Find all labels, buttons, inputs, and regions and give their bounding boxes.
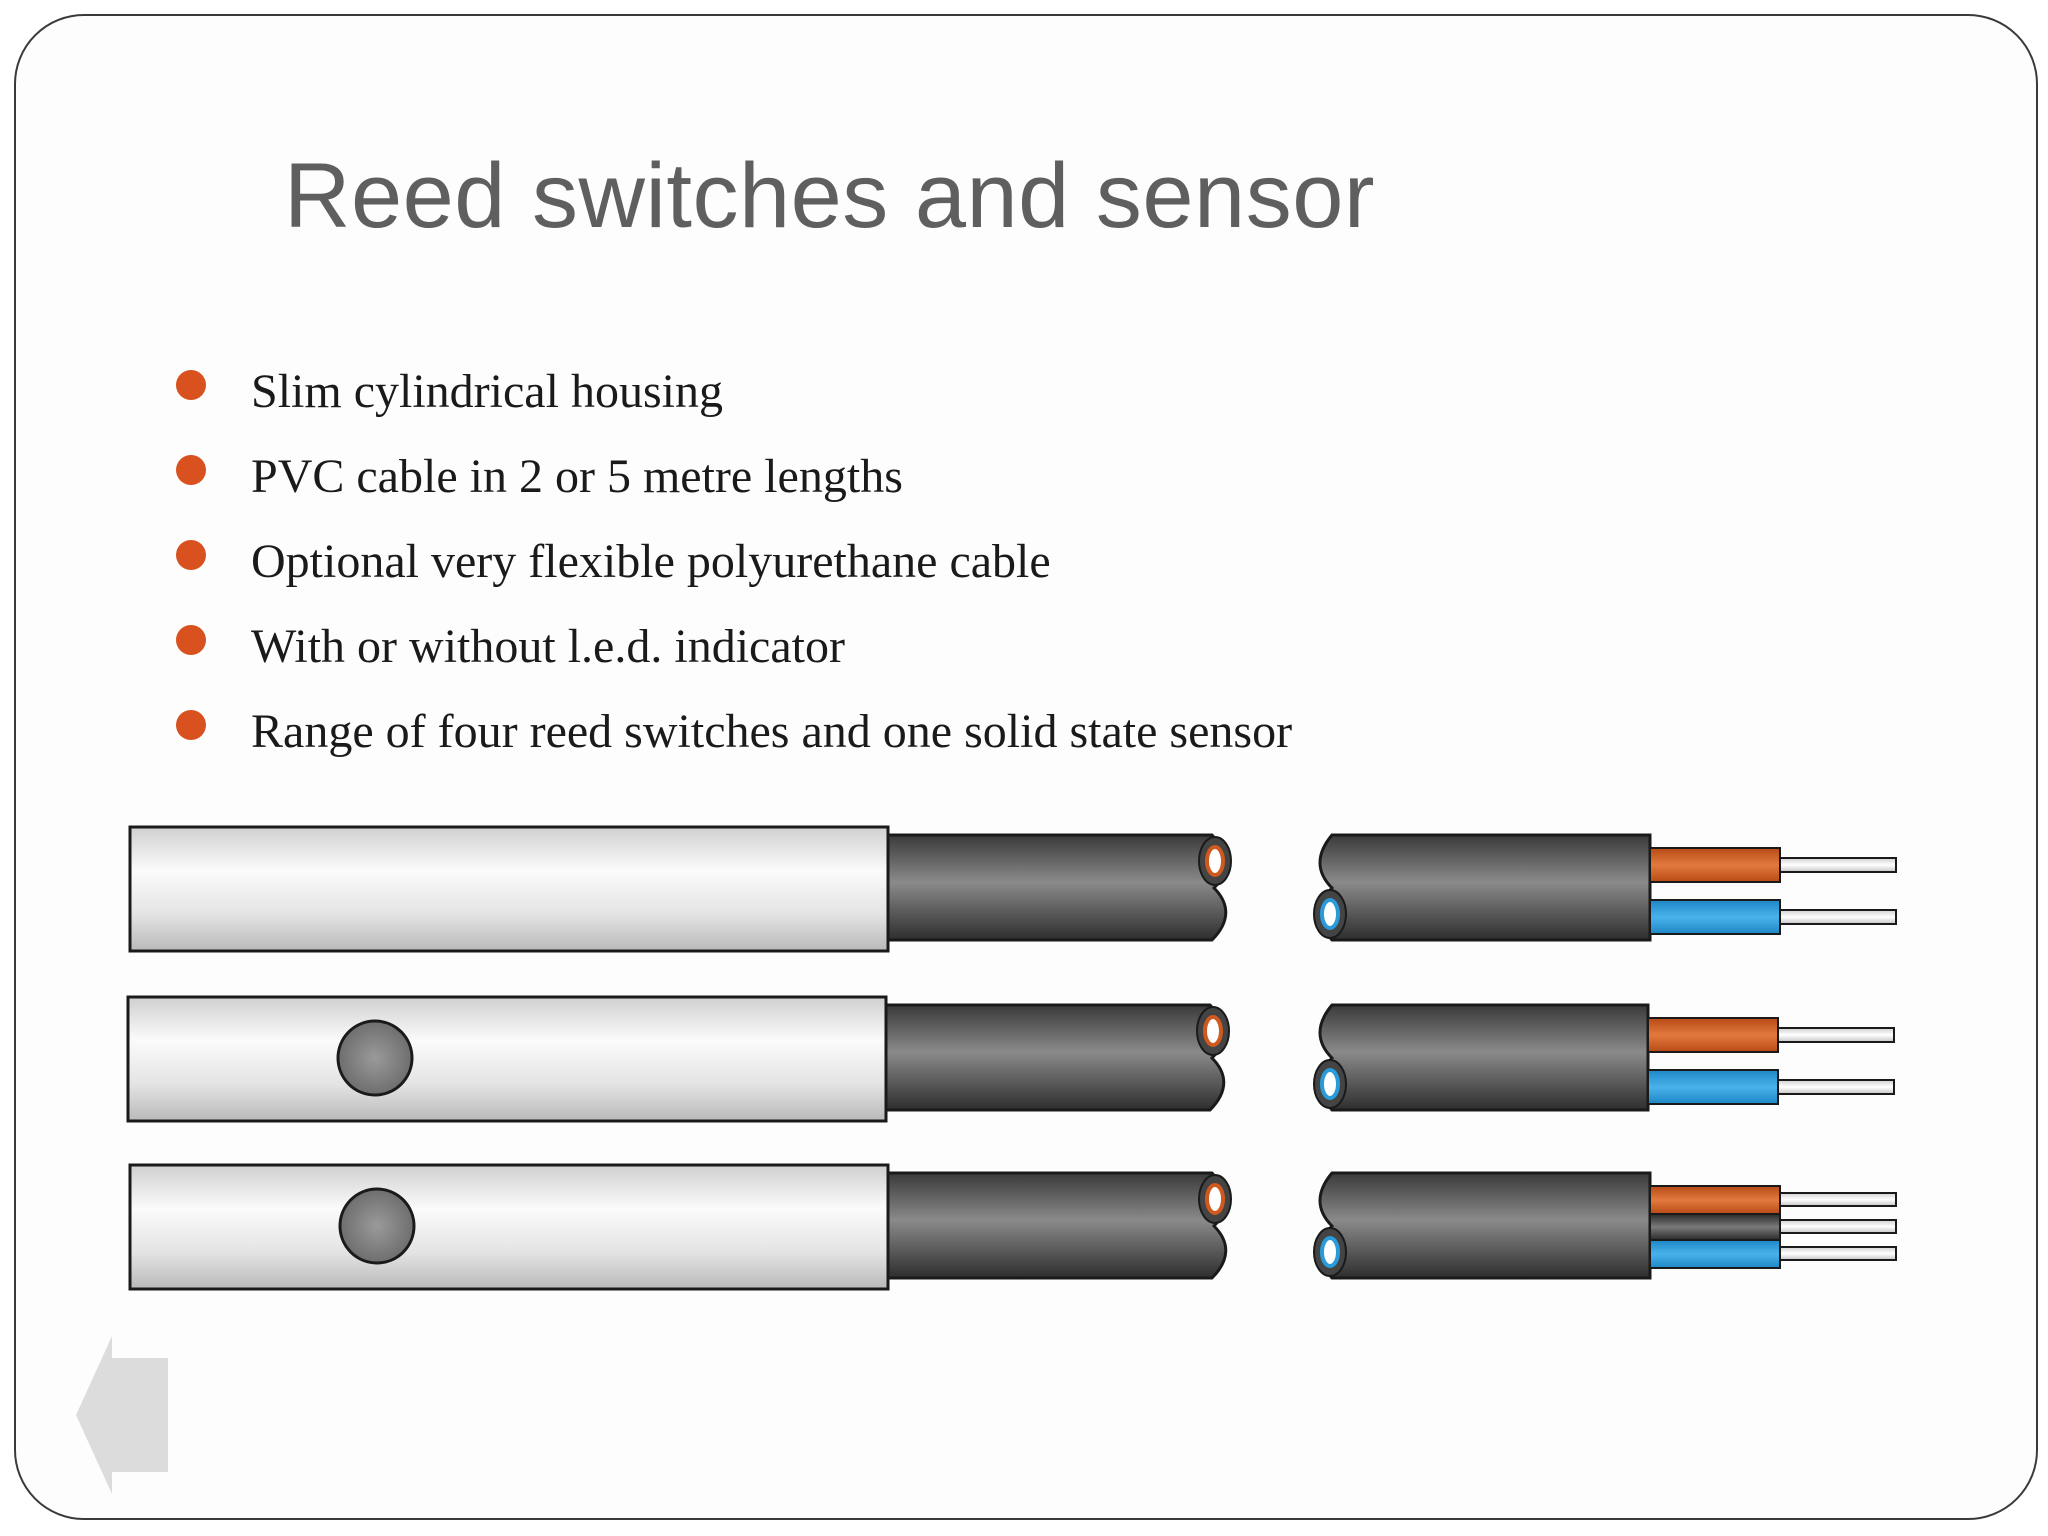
sensor-housing: [128, 825, 890, 953]
sensor-housing: [128, 1163, 890, 1291]
cable-segment: [1318, 1003, 1650, 1112]
conductor: [1777, 1027, 1895, 1043]
bullet-dot-icon: [176, 540, 206, 570]
led-indicator-icon: [336, 1019, 414, 1097]
sensor-cable: [886, 1171, 1228, 1280]
bullet-dot-icon: [176, 625, 206, 655]
sensor-3: [128, 1163, 1232, 1291]
bullet-text: With or without l.e.d. indicator: [251, 620, 845, 673]
wire-black: [1649, 1213, 1781, 1241]
blue-core-icon: [1320, 898, 1340, 930]
sensor-cable: [886, 833, 1228, 942]
conductor: [1779, 857, 1897, 873]
bullet-item: Optional very flexible polyurethane cabl…: [176, 526, 1292, 611]
cable-segment: [1318, 1171, 1652, 1280]
cable-end-1: [1313, 833, 1897, 942]
wire-blue: [1647, 1069, 1779, 1105]
bullet-dot-icon: [176, 710, 206, 740]
back-arrow-icon[interactable]: [76, 1336, 176, 1496]
blue-core-icon: [1320, 1068, 1340, 1100]
cable-end-2: [1313, 1003, 1895, 1112]
bullet-item: Range of four reed switches and one soli…: [176, 696, 1292, 781]
slide: Reed switches and sensor Slim cylindrica…: [14, 14, 2038, 1520]
slide-title: Reed switches and sensor: [284, 145, 1376, 247]
blue-core-icon: [1320, 1236, 1340, 1268]
bullet-text: Range of four reed switches and one soli…: [251, 705, 1293, 758]
bullet-text: PVC cable in 2 or 5 metre lengths: [251, 450, 903, 503]
bullet-dot-icon: [176, 370, 206, 400]
brown-core-icon: [1205, 1183, 1225, 1215]
sensor-1: [128, 825, 1232, 953]
conductor: [1779, 1246, 1897, 1261]
conductor: [1779, 1192, 1897, 1207]
conductor: [1779, 1219, 1897, 1234]
cable-end-3: [1313, 1171, 1897, 1280]
bullet-text: Slim cylindrical housing: [251, 365, 723, 418]
bullet-item: PVC cable in 2 or 5 metre lengths: [176, 441, 1292, 526]
bullet-item: With or without l.e.d. indicator: [176, 611, 1292, 696]
sensor-cable: [884, 1003, 1226, 1112]
brown-core-icon: [1205, 845, 1225, 877]
conductor: [1777, 1079, 1895, 1095]
conductor: [1779, 909, 1897, 925]
wire-brown: [1647, 1017, 1779, 1053]
wire-blue: [1649, 1239, 1781, 1269]
sensor-housing: [126, 995, 888, 1123]
wire-blue: [1649, 899, 1781, 935]
bullet-list: Slim cylindrical housing PVC cable in 2 …: [176, 356, 1292, 781]
sensor-diagram: [126, 825, 1897, 1291]
cable-segment: [1318, 833, 1652, 942]
bullet-text: Optional very flexible polyurethane cabl…: [251, 535, 1051, 588]
led-indicator-icon: [338, 1187, 416, 1265]
sensor-2: [126, 995, 1230, 1123]
brown-core-icon: [1203, 1015, 1223, 1047]
bullet-item: Slim cylindrical housing: [176, 356, 1292, 441]
wire-brown: [1649, 847, 1781, 883]
bullet-dot-icon: [176, 455, 206, 485]
wire-brown: [1649, 1185, 1781, 1215]
